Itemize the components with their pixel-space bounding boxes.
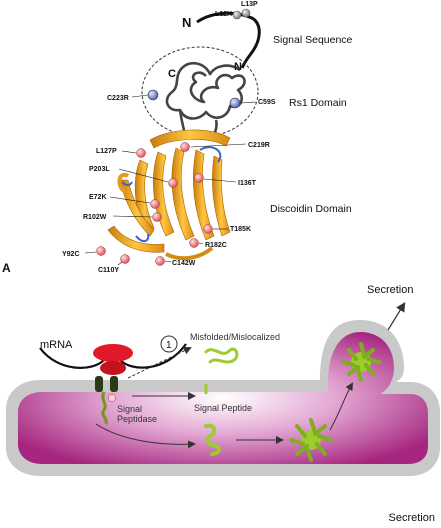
mutation-label-i136t: I136T [238, 180, 257, 187]
mutation-bead-c142w [155, 256, 165, 266]
leader-c142w [164, 260, 172, 263]
mutation-bead-y92c [96, 246, 106, 256]
rs1-domain-label: Rs1 Domain [289, 97, 347, 109]
mutation-bead-l12h [232, 10, 242, 20]
mutation-bead-r182c [189, 238, 199, 248]
leader-l127p [121, 150, 137, 154]
leader-r102w [112, 215, 153, 218]
signal-peptidase-line-2: Peptidase [117, 414, 157, 424]
c-terminus-label: C [168, 68, 176, 80]
step-one-number: 1 [166, 340, 172, 351]
mutation-bead-c110y [120, 254, 130, 264]
mutation-label-c219r: C219R [248, 142, 270, 149]
mutation-label-c110y: C110Y [98, 267, 119, 274]
octamer-complex [289, 418, 333, 462]
transport-arrow [329, 382, 354, 431]
mutation-bead-l127p [136, 148, 146, 158]
rs1-domain-coil [165, 61, 246, 120]
mutation-label-r102w: R102W [83, 214, 107, 221]
mutation-label-y92c: Y92C [62, 251, 80, 258]
folding-arrow [95, 423, 196, 449]
mutation-bead-c219r [180, 142, 190, 152]
mutation-bead-i136t [194, 173, 204, 183]
mrna-label: mRNA [40, 339, 73, 351]
mutation-bead-r102w [152, 212, 162, 222]
panel-a-label: A [2, 261, 11, 275]
leader-p203l [118, 168, 169, 183]
footer-secretion-text: Secretion [388, 512, 435, 524]
mutation-label-c223r: C223R [107, 95, 129, 102]
ribosome-small-subunit [93, 344, 133, 362]
leader-y92c [84, 251, 97, 254]
n-terminus-label: N [182, 15, 191, 30]
er-lumen [18, 332, 428, 464]
step-one-circle [160, 335, 178, 353]
leader-c223r [131, 94, 149, 98]
mutation-label-r182c: R182C [205, 242, 227, 249]
mutation-bead-l13p [241, 8, 251, 18]
leader-e72k [109, 196, 151, 204]
misfolded-protein [204, 347, 239, 364]
mutation-bead-p203l [168, 178, 178, 188]
mutation-label-t185k: T185K [230, 226, 251, 233]
signal-peptidase-marker [108, 394, 116, 402]
mutation-label-c59s: C59S [258, 99, 276, 106]
discoidin-domain-label: Discoidin Domain [270, 203, 352, 215]
folded-monomer [204, 423, 221, 456]
signal-sequence-label: Signal Sequence [273, 34, 353, 46]
leader-r182c [198, 242, 204, 245]
mutation-label-l13p: L13P [241, 1, 258, 8]
mutation-bead-c59s [229, 97, 241, 109]
mrna-strand [39, 343, 187, 369]
nascent-chain [101, 391, 108, 425]
mutation-label-l127p: L127P [96, 148, 117, 155]
signal-peptidase-line-1: Signal [117, 404, 142, 414]
signal-peptide-label: Signal Peptide [194, 403, 252, 413]
misfolded-arrow [127, 347, 192, 379]
panel-a: N L12H L13P Signal Sequence N C C223R C5… [2, 1, 353, 275]
secretion-label: Secretion [367, 284, 413, 296]
leader-c219r [190, 143, 247, 148]
mutation-label-e72k: E72K [89, 194, 107, 201]
mutation-bead-t185k [203, 224, 213, 234]
translocon-right [110, 376, 118, 392]
bud-octamer-complex [341, 342, 381, 382]
discoidin-domain-structure [107, 129, 231, 261]
mutation-label-l12h: L12H [215, 11, 232, 18]
mutation-bead-c223r [147, 89, 159, 101]
secretion-arrow [387, 301, 406, 331]
translocon-left [95, 376, 103, 392]
leader-c59s [240, 101, 257, 104]
mutation-label-p203l: P203L [89, 166, 110, 173]
leader-c110y [117, 261, 123, 266]
n-terminus-inner-label: N [234, 61, 242, 73]
mutation-bead-e72k [150, 199, 160, 209]
ribosome-large-subunit [100, 361, 126, 375]
panel-b: mRNA Signal Peptidase 1 Misfolded/Misloc… [6, 284, 440, 476]
misfolded-label: Misfolded/Mislocalized [190, 332, 280, 342]
signal-peptidase-label: Signal Peptidase [117, 404, 157, 424]
mutation-label-c142w: C142W [172, 260, 196, 267]
leader-i136t [203, 178, 237, 183]
signal-sequence-chain [196, 11, 261, 69]
